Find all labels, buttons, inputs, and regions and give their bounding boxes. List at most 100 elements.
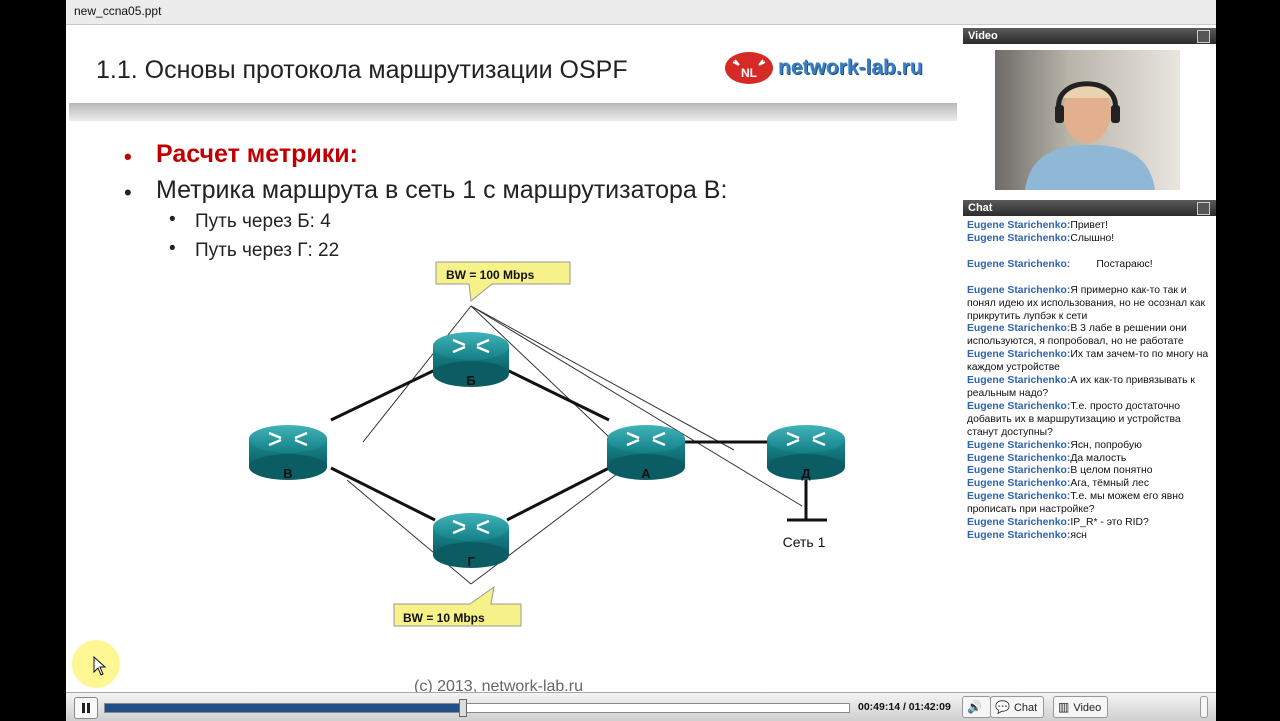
chat-message: Eugene Starichenko:Т.е. мы можем его явн… <box>967 491 1212 517</box>
chat-message: Eugene Starichenko:Их там зачем-то по мн… <box>967 349 1212 375</box>
logo-badge-text: NL <box>741 66 757 80</box>
video-panel-icon: ▥ <box>1058 700 1070 714</box>
chat-message: Eugene Starichenko:Т.е. просто достаточн… <box>967 401 1212 440</box>
network-lab-logo: NL network-lab.ru <box>723 50 941 86</box>
bullet-dot: • <box>169 238 176 259</box>
window-titlebar: new_ccna05.ppt <box>66 0 1216 25</box>
chat-text: Т.е. мы можем его явно прописать при нас… <box>967 491 1184 516</box>
router-label: Д <box>801 466 811 481</box>
popout-icon[interactable] <box>1197 202 1210 215</box>
chat-author: Eugene Starichenko: <box>967 478 1071 490</box>
router-v: В <box>249 425 327 481</box>
chat-panel-header: Chat <box>963 200 1216 216</box>
chat-message: Eugene Starichenko:IP_R* - это RID? <box>967 517 1212 530</box>
chat-text: Да малость <box>1070 452 1127 464</box>
chat-message: Eugene Starichenko:Слышно! <box>967 233 1212 246</box>
chat-author: Eugene Starichenko: <box>967 258 1071 270</box>
sub-bullet-text: Путь через Г: 22 <box>195 240 340 261</box>
video-toggle-button[interactable]: ▥Video <box>1053 696 1109 718</box>
pause-button[interactable] <box>74 697 98 719</box>
chat-panel-title: Chat <box>968 202 993 214</box>
chat-text: ясн <box>1070 529 1087 541</box>
chat-author: Eugene Starichenko: <box>967 375 1071 387</box>
video-panel-header: Video <box>963 28 1216 44</box>
router-d: Д <box>767 425 845 481</box>
window-title: new_ccna05.ppt <box>74 4 162 18</box>
router-b: Б <box>433 332 509 388</box>
chat-author: Eugene Starichenko: <box>967 400 1071 412</box>
chat-author: Eugene Starichenko: <box>967 465 1071 477</box>
network-links <box>330 368 827 522</box>
chat-log: Eugene Starichenko:Привет! Eugene Staric… <box>967 220 1212 543</box>
chat-message: Eugene Starichenko:Да малость <box>967 453 1212 466</box>
router-logo-icon: NL <box>725 52 773 84</box>
chat-author: Eugene Starichenko: <box>967 452 1071 464</box>
router-label: Г <box>467 554 475 569</box>
chat-button-label: Chat <box>1013 702 1038 714</box>
side-panel: Video Chat Eugene Starichenko:Привет! Eu… <box>963 28 1216 692</box>
chat-author: Eugene Starichenko: <box>967 439 1071 451</box>
chat-text: В 3 лабе в решении они используются, я п… <box>967 323 1187 348</box>
router-label: Б <box>466 373 475 388</box>
callout-leader-lines <box>346 305 803 585</box>
router-g: Г <box>433 513 509 569</box>
bullet-dot: • <box>169 209 176 230</box>
chat-author: Eugene Starichenko: <box>967 284 1071 296</box>
bullet-dot: • <box>124 180 132 205</box>
slide-title: 1.1. Основы протокола маршрутизации OSPF <box>96 56 628 84</box>
chat-author: Eugene Starichenko: <box>967 517 1071 529</box>
router-a: А <box>607 425 685 481</box>
callout-bottom-text: BW = 10 Mbps <box>403 611 485 625</box>
chat-bubble-icon: 💬 <box>995 700 1010 714</box>
chat-message: Eugene Starichenko:Привет! <box>967 220 1212 233</box>
bullet-text: Расчет метрики: <box>156 140 358 168</box>
mouse-pointer-icon <box>93 656 107 676</box>
video-panel-title: Video <box>968 30 998 42</box>
fullscreen-button[interactable] <box>1200 696 1208 718</box>
chat-text: В целом понятно <box>1070 465 1153 477</box>
logo-text: network-lab.ru <box>778 56 923 79</box>
bullet-text: Метрика маршрута в сеть 1 с маршрутизато… <box>156 176 728 204</box>
time-display: 00:49:14 / 01:42:09 <box>858 701 951 713</box>
chat-author: Eugene Starichenko: <box>967 323 1071 335</box>
chat-text: Т.е. просто достаточно добавить их в мар… <box>967 400 1181 438</box>
chat-text: Ясн, попробую <box>1070 439 1142 451</box>
chat-text: IP_R* - это RID? <box>1070 517 1149 529</box>
seek-progress <box>105 704 463 712</box>
chat-text: Ага, тёмный лес <box>1070 478 1150 490</box>
player-controls: 00:49:14 / 01:42:09 🔊 💬Chat ▥Video <box>66 692 1216 721</box>
video-button-label: Video <box>1073 702 1102 714</box>
network-1-label: Сеть 1 <box>783 534 826 550</box>
chat-message: Eugene Starichenko: Постараюс! <box>967 259 1212 272</box>
chat-message: Eugene Starichenko:В 3 лабе в решении он… <box>967 323 1212 349</box>
presenter-video-frame <box>1025 80 1155 190</box>
chat-text: А их как-то привязывать к реальным надо? <box>967 375 1195 399</box>
chat-author: Eugene Starichenko: <box>967 529 1071 541</box>
chat-text: Я примерно как-то так и понял идею их ис… <box>967 284 1206 322</box>
seek-bar[interactable] <box>104 699 850 717</box>
chat-toggle-button[interactable]: 💬Chat <box>990 696 1045 718</box>
callout-top-text: BW = 100 Mbps <box>446 268 535 282</box>
chat-author: Eugene Starichenko: <box>967 349 1071 361</box>
bullet-dot: • <box>124 144 132 169</box>
title-divider <box>69 103 957 121</box>
popout-icon[interactable] <box>1197 30 1210 43</box>
chat-message: Eugene Starichenko:В целом понятно <box>967 465 1212 478</box>
sub-bullet-text: Путь через Б: 4 <box>195 211 331 232</box>
network-diagram: Б В А Д Г Сеть <box>249 261 845 627</box>
seek-handle[interactable] <box>459 699 468 717</box>
chat-text: Привет! <box>1070 220 1108 231</box>
router-label: В <box>283 466 292 481</box>
slide-footer: (c) 2013, network-lab.ru <box>414 678 583 692</box>
chat-message: Eugene Starichenko:Я примерно как-то так… <box>967 285 1212 324</box>
chat-author: Eugene Starichenko: <box>967 491 1071 503</box>
chat-author: Eugene Starichenko: <box>967 232 1071 244</box>
webcam-video <box>995 50 1180 190</box>
chat-message: Eugene Starichenko:Ясн, попробую <box>967 440 1212 453</box>
presentation-slide: 1.1. Основы протокола маршрутизации OSPF… <box>69 28 957 692</box>
volume-button[interactable]: 🔊 <box>962 696 991 718</box>
speaker-icon: 🔊 <box>967 700 982 714</box>
chat-text: Их там зачем-то по многу на каждом устро… <box>967 349 1209 374</box>
chat-text: Слышно! <box>1070 232 1115 244</box>
chat-message: Eugene Starichenko:Ага, тёмный лес <box>967 478 1212 491</box>
